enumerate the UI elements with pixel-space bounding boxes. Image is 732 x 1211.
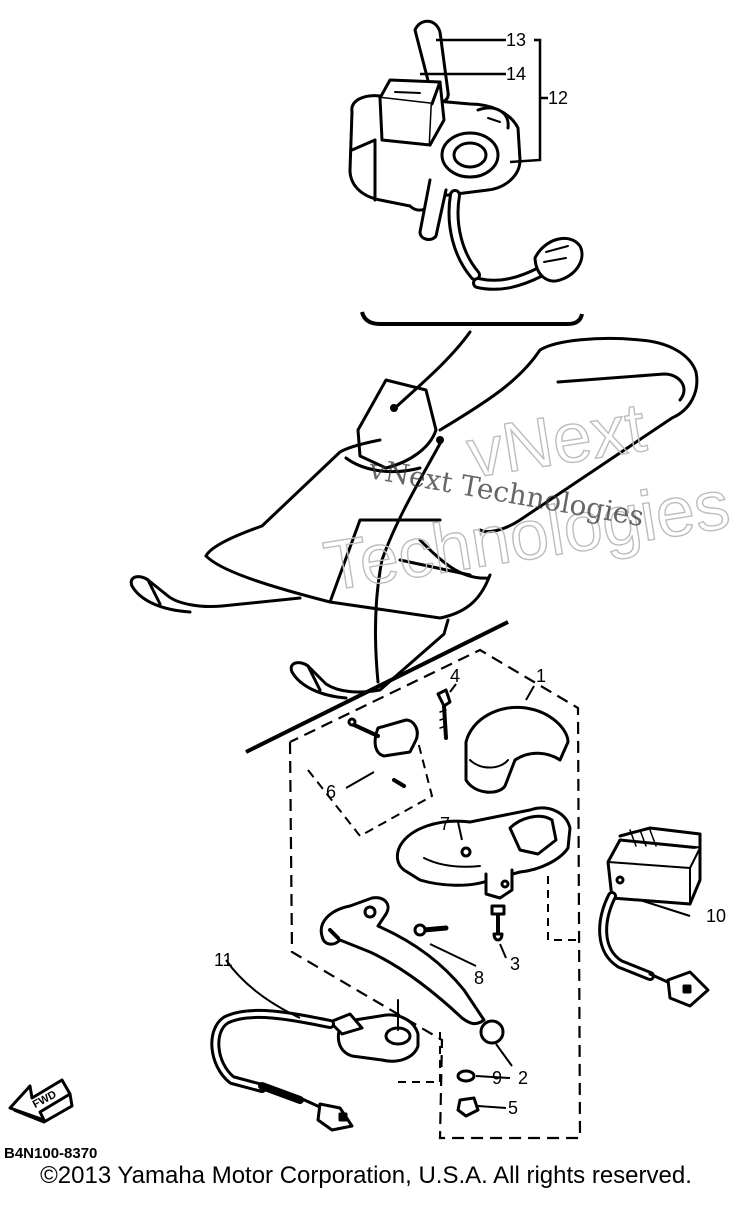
callout-14: 14 [506,64,526,84]
callout-9: 9 [492,1068,502,1088]
callout-13: 13 [506,30,526,50]
windshield-screw-1 [390,404,398,412]
fwd-arrow-icon: FWD [8,1078,74,1124]
assembly-box-1 [288,648,582,1140]
sub-box-9 [398,1032,441,1083]
callout-6: 6 [326,782,336,802]
callout-1: 1 [536,666,546,686]
callout-12: 12 [548,88,568,108]
connector-10-line [547,876,578,941]
callout-labels: 13 14 12 4 1 6 7 10 11 3 8 2 9 5 [214,30,726,1118]
assembly-box-6 [307,733,434,838]
separator-line [245,620,509,754]
callout-10: 10 [706,906,726,926]
snowmobile-outline [129,330,699,700]
throttle-housing-assembly [348,19,584,291]
leader-lines-lower [225,683,691,1109]
callout-5: 5 [508,1098,518,1118]
callout-11: 11 [214,950,233,970]
part-code: B4N100-8370 [4,1145,97,1162]
copyright-notice: ©2013 Yamaha Motor Corporation, U.S.A. A… [40,1162,692,1189]
leader-lines-top [420,38,548,164]
lower-parts [210,688,710,1132]
callout-2: 2 [518,1068,528,1088]
separator-bracket [360,311,584,326]
windshield-screw-2 [436,436,444,444]
callout-7: 7 [440,814,450,834]
callout-4: 4 [450,666,460,686]
callout-8: 8 [474,968,484,988]
callout-3: 3 [510,954,520,974]
